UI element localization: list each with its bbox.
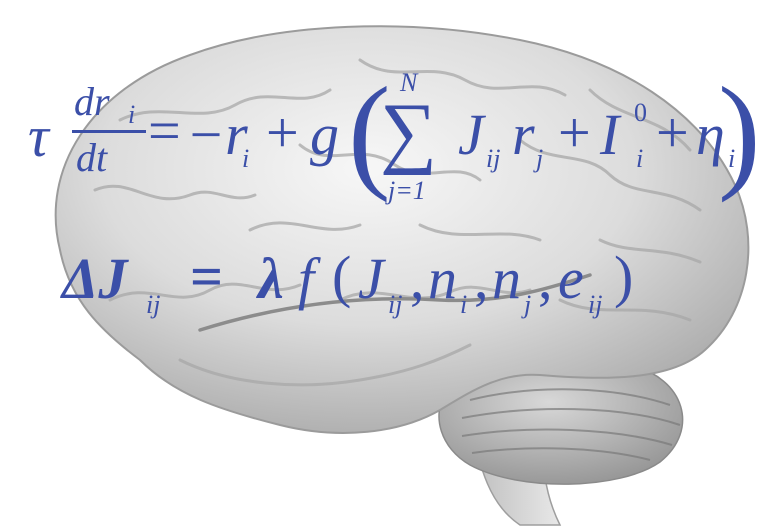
g-function: g	[310, 102, 339, 167]
lambda-rate: λ	[258, 246, 284, 311]
arg-n-i-sub: i	[460, 290, 468, 319]
I-input: I	[600, 102, 620, 167]
arg-e-sub: ij	[588, 290, 603, 319]
arg-J-sub: ij	[388, 290, 403, 319]
tau-symbol: τ	[28, 104, 49, 169]
sigma-symbol: ∑	[380, 88, 438, 176]
comma-2: ,	[474, 246, 489, 311]
eta-noise-sub: i	[728, 144, 736, 173]
delta-J: ΔJ	[62, 246, 128, 311]
args-open-paren: (	[332, 244, 352, 309]
plus-sign-2: +	[558, 100, 591, 165]
left-paren: (	[348, 61, 391, 203]
args-close-paren: )	[614, 244, 634, 309]
equals-sign-2: =	[190, 244, 224, 309]
arg-n-j: n	[492, 246, 521, 311]
comma-1: ,	[410, 246, 425, 311]
I-input-sub: i	[636, 144, 644, 173]
neuron-rate-equation: τ dr i dt = −r i + g ( N ∑ j=1 J ij r j …	[28, 68, 761, 210]
f-function: f	[298, 246, 315, 311]
delta-J-sub: ij	[146, 290, 161, 319]
J-weight-sub: ij	[486, 144, 501, 173]
sum-lower-limit: j=1	[388, 176, 426, 205]
arg-n-i: n	[428, 246, 457, 311]
r-j-sub: j	[536, 144, 544, 173]
fraction-numerator-sub: i	[128, 100, 136, 129]
r-j: r	[512, 102, 535, 167]
comma-3: ,	[538, 246, 553, 311]
J-weight: J	[458, 102, 484, 167]
fraction-bar	[72, 130, 146, 133]
eta-noise: η	[696, 102, 725, 167]
arg-e: e	[558, 246, 584, 311]
brain-gyri	[93, 58, 702, 387]
minus-r: −r	[186, 102, 248, 167]
weight-update-equation: ΔJ ij = λ f ( J ij , n i , n j , e ij )	[62, 240, 752, 330]
minus-r-sub: i	[242, 144, 250, 173]
cerebrum	[54, 25, 750, 434]
cerebellum-folds	[461, 388, 681, 461]
fraction-numerator: dr	[74, 79, 110, 124]
I-input-sup: 0	[634, 98, 647, 127]
arg-J: J	[358, 246, 384, 311]
arg-n-j-sub: j	[524, 290, 532, 319]
right-paren: )	[718, 61, 761, 203]
plus-sign-1: +	[266, 100, 299, 165]
plus-sign-3: +	[656, 100, 689, 165]
lateral-sulcus	[198, 273, 592, 332]
sum-upper-limit: N	[400, 68, 418, 97]
equals-sign: =	[148, 98, 181, 163]
fraction-denominator: dt	[76, 135, 108, 180]
